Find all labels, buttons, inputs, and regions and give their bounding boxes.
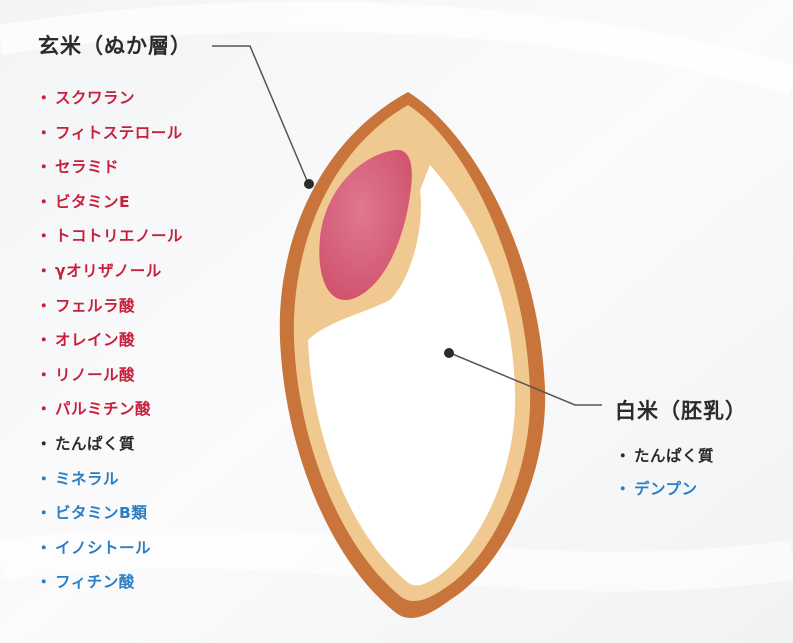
list-item: ・パルミチン酸 — [36, 400, 152, 419]
list-item: ・セラミド — [36, 158, 120, 177]
list-item: ・ミネラル — [36, 469, 120, 488]
list-item: ・リノール酸 — [36, 365, 136, 384]
list-item: ・フィチン酸 — [36, 573, 135, 592]
white-rice-nutrient-list: ・たんぱく質 ・デンプン — [615, 444, 714, 510]
list-item: ・デンプン — [615, 480, 698, 498]
list-item: ・ビタミンE — [36, 192, 131, 211]
brown-rice-marker — [304, 179, 314, 189]
germ — [319, 149, 412, 301]
white-rice-marker — [444, 348, 454, 358]
list-item: ・スクワラン — [36, 89, 136, 107]
list-item: ・たんぱく質 — [36, 434, 136, 453]
list-item: ・トコトリエノール — [36, 227, 184, 246]
list-item: ・イノシトール — [36, 538, 152, 557]
white-rice-leader-line — [449, 352, 602, 406]
brown-rice-title: 玄米（ぬか層） — [38, 34, 192, 58]
list-item: ・オレイン酸 — [36, 331, 136, 350]
list-item: ・γオリザノール — [36, 261, 162, 280]
list-item: ・フェルラ酸 — [36, 296, 136, 315]
list-item: ・たんぱく質 — [615, 447, 715, 465]
white-rice-title: 白米（胚乳） — [615, 399, 747, 423]
endosperm — [308, 165, 516, 586]
list-item: ・ビタミンB類 — [36, 504, 148, 523]
brown-rice-nutrient-list: ・スクワラン ・フィトステロール ・セラミド ・ビタミンE ・トコトリエノール … — [36, 86, 183, 605]
brown-rice-leader-line — [212, 45, 309, 184]
list-item: ・フィトステロール — [36, 123, 183, 142]
